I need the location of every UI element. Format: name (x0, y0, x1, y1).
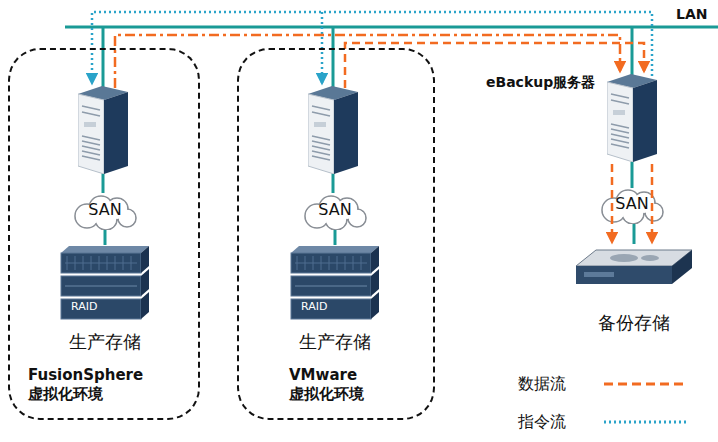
storage-label: 备份存储 (572, 312, 696, 335)
lan-drop (332, 27, 335, 90)
shape-art (55, 245, 155, 325)
lan-drop (631, 27, 634, 78)
san-link (102, 172, 105, 193)
shape-art (572, 244, 696, 294)
san-link (332, 172, 335, 193)
environment-region: SAN RAID 生产存储 VMware 虚拟化环境 (237, 48, 435, 420)
server-icon (78, 86, 128, 174)
backup-storage: 备份存储 (572, 244, 696, 340)
storage-link (104, 230, 107, 245)
server-icon (607, 74, 657, 162)
region-title: VMware 虚拟化环境 (289, 366, 401, 404)
data-flow (611, 164, 614, 242)
san-label: SAN (70, 200, 140, 220)
backup-server: eBackup服务器 (486, 70, 666, 162)
server-label: eBackup服务器 (486, 74, 602, 92)
data-flow (651, 164, 654, 242)
shape-art (285, 245, 385, 325)
san-label: SAN (300, 200, 370, 220)
lan-bus (65, 26, 718, 29)
network-label: LAN (676, 6, 707, 22)
storage-link (334, 230, 337, 245)
raid-label: RAID (71, 300, 111, 314)
server-icon (308, 86, 358, 174)
production-storage: RAID 生产存储 (55, 245, 155, 357)
raid-label: RAID (301, 300, 341, 314)
storage-label: 生产存储 (285, 331, 385, 354)
legend-sample (602, 410, 692, 434)
san-cloud: SAN (597, 188, 667, 224)
production-storage: RAID 生产存储 (285, 245, 385, 357)
storage-label: 生产存储 (55, 331, 155, 354)
legend-sample (602, 372, 692, 396)
environment-region: SAN RAID 生产存储 FusionSphere 虚拟化环境 (8, 48, 200, 420)
lan-drop (102, 27, 105, 90)
legend-text: 指令流 (518, 410, 566, 434)
san-cloud: SAN (300, 194, 370, 230)
region-title: FusionSphere 虚拟化环境 (28, 366, 147, 404)
storage-link (631, 162, 634, 188)
san-cloud: SAN (70, 194, 140, 230)
san-label: SAN (597, 194, 667, 214)
legend-text: 数据流 (518, 372, 566, 396)
storage-link (633, 224, 636, 244)
